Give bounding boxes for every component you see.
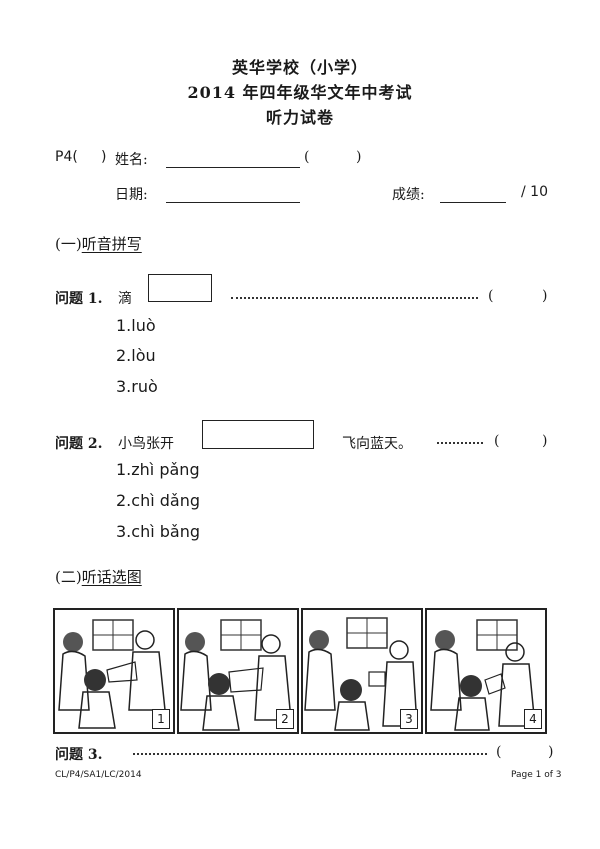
q2-paren-open: ( [494, 433, 500, 449]
register-paren-close: ) [356, 149, 362, 165]
picture-panel-3[interactable]: 3 [301, 608, 423, 734]
score-field[interactable] [440, 202, 506, 203]
q2-option-1[interactable]: 1.zhì pǎng [116, 460, 200, 479]
q3-label: 问题 3. [55, 747, 103, 763]
score-label: 成绩: [392, 187, 425, 203]
q1-option-3[interactable]: 3.ruò [116, 377, 158, 396]
q3-paren-open: ( [496, 744, 502, 760]
date-label: 日期: [115, 187, 148, 203]
q1-paren-open: ( [488, 288, 494, 304]
score-total: / 10 [521, 184, 548, 200]
q2-option-2[interactable]: 2.chì dǎng [116, 491, 200, 510]
name-field[interactable] [166, 167, 300, 168]
date-field[interactable] [166, 202, 300, 203]
class-label: P4( [55, 149, 78, 165]
picture-panel-4[interactable]: 4 [425, 608, 547, 734]
picture-panel-1[interactable]: 1 [53, 608, 175, 734]
picture-panel-2[interactable]: 2 [177, 608, 299, 734]
q3-dotted-leader [133, 753, 487, 755]
section-2-prefix: (二) [55, 568, 82, 586]
q1-option-1[interactable]: 1.luò [116, 316, 156, 335]
paper-title: 听力试卷 [265, 108, 334, 127]
classroom-scene-illustration [430, 619, 536, 731]
q1-paren-close: ) [542, 288, 548, 304]
school-name: 英华学校（小学） [231, 58, 368, 77]
q2-answer-box[interactable] [202, 420, 314, 449]
q1-answer-box[interactable] [148, 274, 212, 302]
section-1-title: 听音拼写 [81, 235, 142, 253]
q3-paren-close: ) [548, 744, 554, 760]
name-label: 姓名: [115, 152, 148, 168]
q2-label: 问题 2. [55, 436, 103, 452]
register-paren-open: ( [304, 149, 310, 165]
panel-number-4: 4 [524, 709, 542, 729]
classroom-scene-illustration [58, 619, 166, 729]
section-1-prefix: (一) [55, 235, 82, 253]
section-2-heading: (二)听话选图 [55, 566, 142, 587]
footer-page: Page 1 of 3 [511, 770, 562, 780]
panel-number-3: 3 [400, 709, 418, 729]
q2-dotted-leader [437, 442, 483, 444]
q1-option-2[interactable]: 2.lòu [116, 346, 156, 365]
section-2-title: 听话选图 [81, 568, 142, 586]
classroom-scene-illustration [180, 619, 292, 731]
q2-paren-close: ) [542, 433, 548, 449]
section-1-heading: (一)听音拼写 [55, 233, 142, 254]
q2-stem-before: 小鸟张开 [118, 436, 174, 452]
class-close: ) [101, 149, 107, 165]
panel-number-1: 1 [152, 709, 170, 729]
q1-stem: 滴 [118, 291, 132, 307]
q1-dotted-leader [231, 297, 478, 299]
q1-label: 问题 1. [55, 291, 103, 307]
classroom-scene-illustration [304, 617, 418, 731]
q2-option-3[interactable]: 3.chì bǎng [116, 522, 200, 541]
exam-title: 2014 年四年级华文年中考试 [187, 83, 413, 102]
panel-number-2: 2 [276, 709, 294, 729]
footer-code: CL/P4/SA1/LC/2014 [55, 770, 142, 780]
q2-stem-after: 飞向蓝天。 [342, 436, 412, 452]
